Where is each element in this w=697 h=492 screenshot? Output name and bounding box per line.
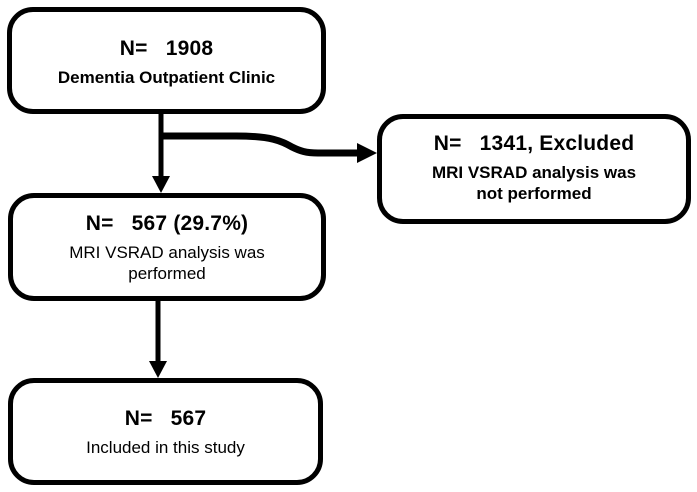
node-top-title: N= 1908	[119, 36, 214, 60]
node-analyzed[interactable]: N= 567 (29.7%) MRI VSRAD analysis was pe…	[8, 193, 326, 301]
node-excluded-title: N= 1341, Excluded	[433, 131, 635, 155]
connector-top-to-excluded	[161, 132, 377, 163]
node-top-cohort[interactable]: N= 1908 Dementia Outpatient Clinic	[7, 7, 326, 114]
node-top-subtitle: Dementia Outpatient Clinic	[57, 67, 276, 87]
node-analyzed-subtitle: MRI VSRAD analysis was performed	[69, 242, 265, 283]
connector-top-to-middle	[152, 113, 170, 193]
node-excluded[interactable]: N= 1341, Excluded MRI VSRAD analysis was…	[377, 114, 691, 224]
node-included[interactable]: N= 567 Included in this study	[8, 378, 323, 485]
node-excluded-subtitle: MRI VSRAD analysis was not performed	[431, 162, 637, 203]
node-analyzed-title: N= 567 (29.7%)	[85, 211, 249, 235]
connector-middle-to-bottom	[149, 301, 167, 378]
node-included-title: N= 567	[124, 406, 207, 430]
node-included-subtitle: Included in this study	[86, 437, 245, 457]
